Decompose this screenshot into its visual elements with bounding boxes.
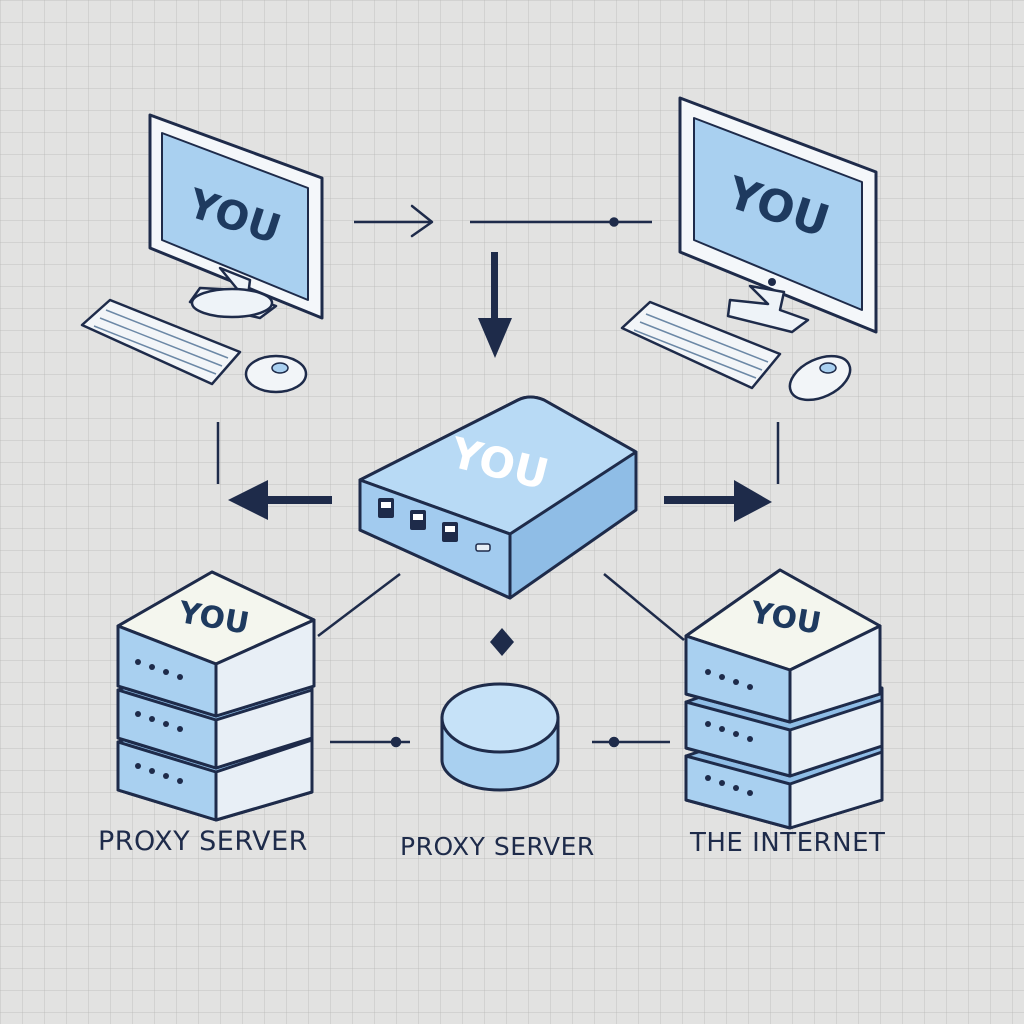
arrow-icon bbox=[228, 480, 332, 520]
arrow-icon bbox=[664, 480, 772, 522]
monitor-icon bbox=[148, 113, 324, 320]
computer-left: YOU bbox=[80, 113, 324, 394]
keyboard-icon bbox=[620, 300, 782, 390]
mouse-icon bbox=[244, 354, 308, 394]
monitor-icon bbox=[678, 96, 878, 334]
arrow-icon bbox=[478, 252, 512, 358]
caption-center-proxy-server: PROXY SERVER bbox=[400, 832, 595, 861]
server-stack-icon bbox=[116, 570, 316, 822]
diagonal-connections bbox=[317, 573, 685, 641]
diamond-marker bbox=[490, 628, 514, 656]
server-lights bbox=[705, 669, 753, 796]
caption-left-proxy-server: PROXY SERVER bbox=[98, 826, 308, 857]
side-connections bbox=[216, 422, 780, 484]
hub-icon bbox=[440, 682, 560, 792]
bottom-connections bbox=[330, 736, 670, 748]
keyboard-icon bbox=[80, 298, 242, 386]
top-connections bbox=[354, 204, 652, 238]
server-lights bbox=[135, 659, 183, 784]
caption-the-internet: THE INTERNET bbox=[690, 828, 886, 858]
mouse-icon bbox=[788, 354, 852, 402]
computer-right: YOU bbox=[620, 96, 878, 402]
router-icon bbox=[358, 395, 638, 600]
